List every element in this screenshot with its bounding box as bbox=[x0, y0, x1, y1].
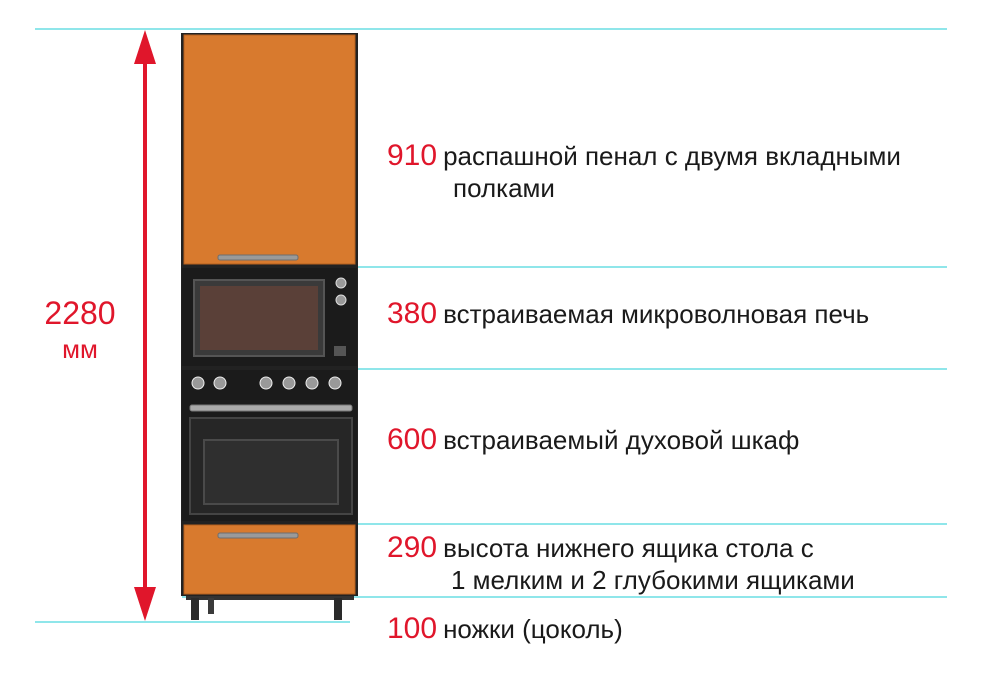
section-value: 100 bbox=[387, 612, 438, 645]
cabinet-legs bbox=[186, 596, 354, 620]
microwave-knob-1 bbox=[335, 277, 347, 289]
oven-knob-4 bbox=[282, 376, 296, 390]
section-text-cont: 1 мелким и 2 глубокими ящиками bbox=[451, 565, 855, 595]
upper-cabinet-door bbox=[183, 34, 356, 265]
section-text: встраиваемый духовой шкаф bbox=[443, 425, 800, 455]
oven-knob-6 bbox=[328, 376, 342, 390]
microwave-knob-2 bbox=[335, 294, 347, 306]
section-value: 380 bbox=[387, 297, 438, 330]
total-height-unit: мм bbox=[62, 334, 98, 364]
oven-knob-3 bbox=[259, 376, 273, 390]
leg-right bbox=[334, 598, 342, 620]
section-text: высота нижнего ящика стола с bbox=[443, 533, 814, 563]
section-text: распашной пенал с двумя вкладными bbox=[443, 141, 901, 171]
leg-left bbox=[191, 598, 199, 620]
oven-knob-2 bbox=[213, 376, 227, 390]
guide-line-4 bbox=[182, 596, 947, 598]
oven-door-handle bbox=[189, 404, 353, 412]
oven-knob-1 bbox=[191, 376, 205, 390]
lower-drawer bbox=[183, 524, 356, 595]
guide-line-bottom bbox=[35, 621, 350, 623]
guide-line-top bbox=[35, 28, 947, 30]
oven-knob-5 bbox=[305, 376, 319, 390]
section-value: 290 bbox=[387, 531, 438, 564]
section-text-cont: полками bbox=[453, 173, 555, 203]
guide-line-1 bbox=[182, 266, 947, 268]
section-text: ножки (цоколь) bbox=[443, 614, 623, 644]
guide-line-2 bbox=[182, 368, 947, 370]
section-text: встраиваемая микроволновая печь bbox=[443, 299, 870, 329]
oven bbox=[182, 370, 357, 521]
section-value: 600 bbox=[387, 423, 438, 456]
drawer-handle bbox=[217, 532, 299, 539]
upper-door-handle bbox=[217, 254, 299, 261]
microwave bbox=[182, 268, 357, 366]
height-dimension-arrow bbox=[134, 30, 156, 621]
total-height-value: 2280 bbox=[44, 295, 116, 331]
section-value: 910 bbox=[387, 139, 438, 172]
guide-line-3 bbox=[182, 523, 947, 525]
total-height-label: 2280 мм bbox=[30, 295, 130, 367]
leg-center bbox=[208, 598, 214, 614]
